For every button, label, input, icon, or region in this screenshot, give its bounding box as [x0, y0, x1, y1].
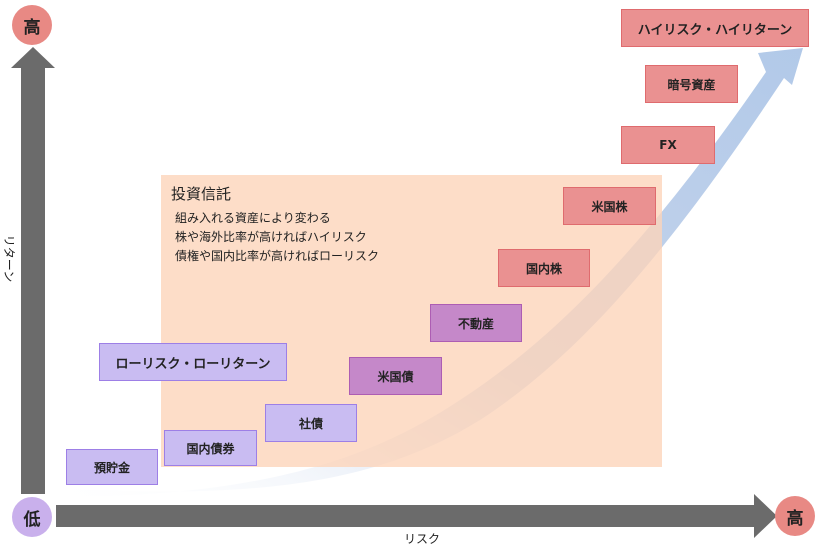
- investment-trust-notes: 組み入れる資産により変わる 株や海外比率が高ければハイリスク 債権や国内比率が高…: [175, 209, 379, 266]
- asset-box-fx: FX: [621, 126, 715, 164]
- y-axis-high-circle: 高: [12, 5, 52, 45]
- x-axis-high-label: 高: [786, 508, 804, 529]
- low-risk-low-return-label: ローリスク・ローリターン: [99, 343, 287, 381]
- investment-trust-title: 投資信託: [171, 185, 232, 203]
- x-axis-title: リスク: [404, 532, 441, 546]
- origin-low-circle: 低: [12, 497, 52, 537]
- y-axis-arrow: [11, 47, 55, 494]
- asset-box-us-stocks: 米国株: [563, 187, 656, 225]
- asset-box-us-treasuries: 米国債: [349, 357, 442, 395]
- x-axis-high-circle: 高: [775, 496, 815, 536]
- investment-trust-note: 債権や国内比率が高ければローリスク: [175, 249, 380, 263]
- y-axis-title: リターン: [2, 234, 17, 283]
- origin-low-label: 低: [23, 509, 41, 530]
- asset-box-deposits: 預貯金: [66, 449, 158, 485]
- y-axis-high-label: 高: [23, 17, 41, 38]
- high-risk-high-return-label: ハイリスク・ハイリターン: [621, 9, 809, 47]
- asset-box-crypto: 暗号資産: [645, 65, 738, 103]
- asset-box-domestic-bonds: 国内債券: [164, 430, 257, 466]
- x-axis-arrow: [56, 494, 777, 538]
- asset-box-real-estate: 不動産: [430, 304, 522, 342]
- asset-box-corporate-bonds: 社債: [265, 404, 357, 442]
- asset-box-domestic-stocks: 国内株: [498, 249, 590, 287]
- investment-trust-note: 株や海外比率が高ければハイリスク: [175, 230, 367, 244]
- investment-trust-note: 組み入れる資産により変わる: [175, 211, 331, 225]
